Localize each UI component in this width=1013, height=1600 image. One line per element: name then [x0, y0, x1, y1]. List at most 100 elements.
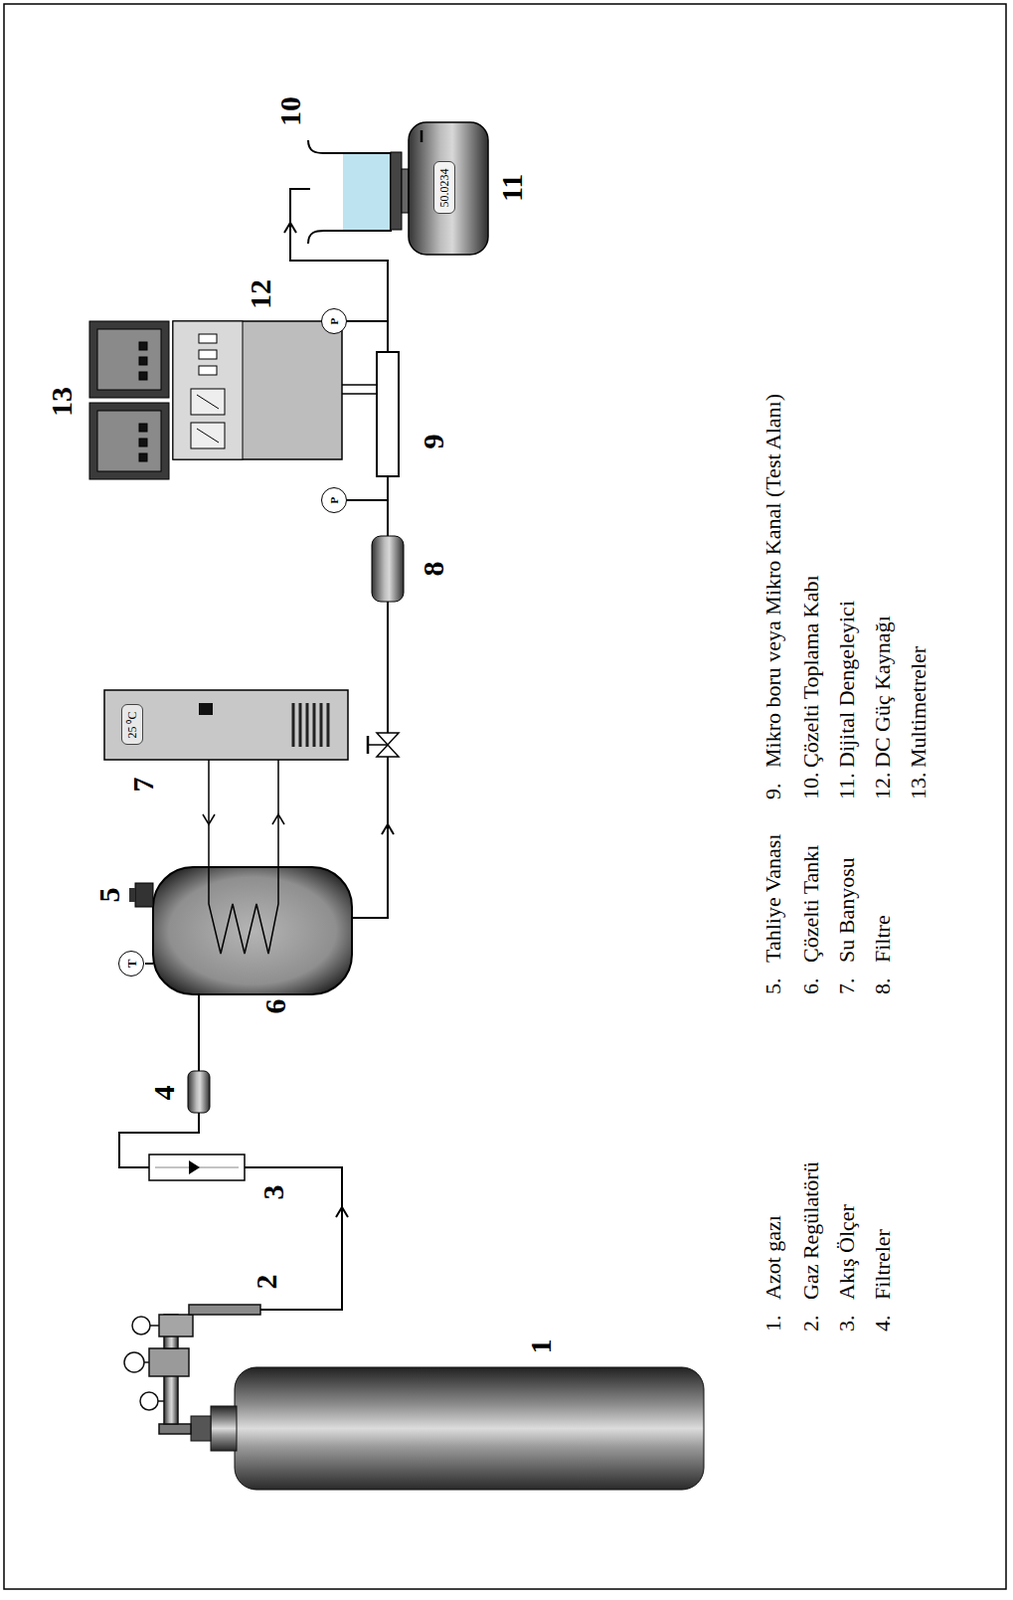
legend-text: Dijital Dengeleyici	[836, 600, 858, 768]
legend-number: 9.	[762, 783, 785, 801]
dc-power-supply	[196, 394, 219, 409]
callout-number: 8	[418, 561, 449, 577]
pipe	[346, 320, 388, 323]
collection-beaker	[308, 140, 391, 244]
pipe	[381, 824, 394, 835]
heating-coil	[202, 814, 215, 825]
digital-balance	[408, 122, 489, 255]
collection-beaker	[342, 154, 391, 230]
legend-text: DC Güç Kaynağı	[871, 615, 894, 768]
liquid-filter	[371, 535, 404, 602]
legend-number: 11.	[836, 772, 858, 800]
dc-power-supply	[198, 349, 217, 359]
solution-tank	[135, 882, 154, 907]
gas-filter	[187, 1070, 210, 1113]
gas-regulator	[159, 1423, 191, 1434]
drain-valve	[367, 743, 388, 746]
legend-text: Azot gazı	[762, 1214, 785, 1300]
frame-border	[3, 3, 1007, 1589]
digital-balance	[390, 122, 489, 255]
gas-cylinder	[210, 1405, 237, 1451]
node-text: P	[329, 318, 340, 326]
water-bath	[327, 702, 331, 747]
dc-power-supply	[198, 365, 217, 375]
gas-regulator	[188, 1304, 261, 1315]
pressure-gauge: P	[321, 308, 347, 335]
legend-text: Su Banyosu	[836, 856, 858, 963]
legend-number: 10.	[800, 772, 823, 801]
balance-display: 50.0234	[433, 162, 456, 215]
gas-cylinder	[190, 1366, 704, 1490]
callout-number: 6	[260, 999, 291, 1014]
callout-number: 7	[128, 777, 159, 793]
gas-cylinder	[190, 1415, 211, 1441]
drain-valve	[376, 744, 399, 757]
pressure-gauge: P	[321, 487, 347, 513]
multimeter	[139, 438, 148, 447]
legend-number: 2.	[800, 1315, 823, 1333]
digital-balance	[420, 130, 424, 143]
dc-power-supply	[172, 321, 243, 460]
digital-balance	[401, 168, 409, 213]
liquid-filter	[371, 535, 404, 602]
callout-number: 2	[251, 1274, 282, 1290]
legend-text: Akış Ölçer	[836, 1203, 858, 1300]
flow-meter	[149, 1154, 245, 1181]
legend-number: 13.	[907, 772, 930, 801]
water-bath	[104, 689, 348, 760]
legend-text: Gaz Regülatörü	[800, 1161, 823, 1300]
dc-power-supply	[172, 321, 342, 460]
pipe	[336, 1206, 348, 1217]
collection-beaker	[308, 140, 391, 244]
callout-number: 11	[497, 173, 527, 202]
multimeter	[139, 453, 148, 462]
water-bath	[306, 702, 310, 747]
power-wires	[341, 383, 377, 386]
dc-power-supply	[196, 428, 219, 443]
callout-number: 10	[275, 96, 306, 127]
callout-number: 4	[149, 1085, 179, 1101]
multimeter	[139, 341, 148, 350]
drain-valve	[367, 732, 399, 757]
multimeter	[89, 321, 169, 398]
water-bath	[320, 702, 324, 747]
gas-regulator	[124, 1304, 261, 1434]
pipe	[197, 994, 200, 1071]
solution-tank	[129, 887, 136, 902]
multimeter	[139, 371, 148, 380]
drain-valve	[366, 735, 370, 754]
callout-number: 1	[525, 1339, 556, 1354]
legend-number: 12.	[871, 772, 894, 801]
gas-regulator	[150, 1324, 160, 1327]
bath-display: 25 ⁰C	[121, 704, 144, 746]
legend-number: 6.	[800, 978, 823, 996]
gas-regulator	[158, 1399, 165, 1402]
node-text: T	[125, 959, 139, 969]
pipe	[244, 1167, 342, 1310]
multimeter	[89, 402, 169, 480]
legend-text: Multimetreler	[907, 646, 930, 768]
callout-number: 13	[46, 386, 77, 417]
flow-meter	[188, 1160, 200, 1175]
legend-text: Tahliye Vanası	[762, 834, 785, 963]
callout-number: 12	[245, 279, 276, 310]
pipe	[386, 476, 389, 536]
dc-power-supply	[190, 422, 225, 449]
legend-number: 5.	[762, 978, 785, 996]
pipe	[351, 601, 388, 918]
multimeter	[97, 329, 162, 390]
heating-coil	[202, 759, 285, 954]
multimeter	[89, 321, 169, 480]
dc-power-supply	[198, 334, 217, 343]
power-wires	[341, 392, 377, 395]
legend-number: 3.	[836, 1315, 858, 1333]
water-bath	[292, 702, 296, 747]
gas-cylinder	[234, 1366, 704, 1490]
callout-number: 3	[258, 1184, 289, 1200]
callout-number: 5	[94, 887, 125, 903]
node-text: 25 ⁰C	[126, 711, 139, 739]
gas-regulator	[164, 1373, 178, 1424]
pipe	[145, 962, 154, 965]
